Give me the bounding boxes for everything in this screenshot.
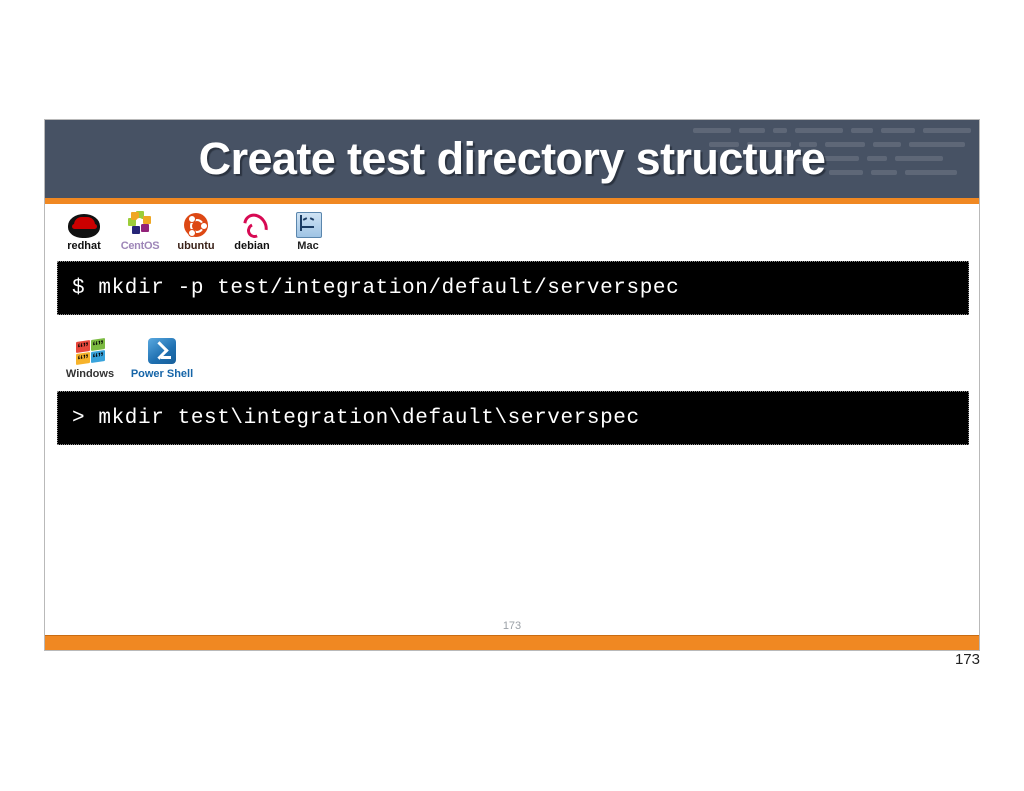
centos-logo-label: CentOS <box>120 240 160 252</box>
title-accent-rule <box>45 198 979 204</box>
windows-platform-logos: Windows Power Shell <box>61 338 195 380</box>
page-title: Create test directory structure <box>198 133 826 184</box>
centos-logo: CentOS <box>117 210 163 252</box>
windows-terminal-command: > mkdir test\integration\default\servers… <box>72 406 640 430</box>
powershell-logo: Power Shell <box>129 338 195 380</box>
debian-swirl-icon <box>238 208 273 245</box>
presentation-slide: Create test directory structure redhat <box>44 119 980 651</box>
ubuntu-circle-of-friends-icon <box>182 210 210 240</box>
windows-flag-icon <box>73 338 107 368</box>
mac-finder-face-icon <box>294 210 322 240</box>
debian-logo-label: debian <box>234 240 270 252</box>
windows-terminal: > mkdir test\integration\default\servers… <box>57 391 969 445</box>
unix-terminal: $ mkdir -p test/integration/default/serv… <box>57 261 969 315</box>
ubuntu-logo: ubuntu <box>173 210 219 252</box>
redhat-logo: redhat <box>61 210 107 252</box>
redhat-shadowman-icon <box>67 210 101 240</box>
slide-title-band: Create test directory structure <box>45 120 979 198</box>
page-number: 173 <box>954 651 980 668</box>
windows-logo-label: Windows <box>65 368 115 380</box>
debian-logo: debian <box>229 208 275 252</box>
footer-accent-rule <box>45 635 979 650</box>
mac-logo: Mac <box>285 210 331 252</box>
powershell-prompt-icon <box>147 338 177 368</box>
unix-platform-logos: redhat CentOS <box>61 208 331 252</box>
windows-logo: Windows <box>61 338 119 380</box>
redhat-logo-label: redhat <box>67 240 101 252</box>
centos-pinwheel-icon <box>127 210 153 240</box>
mac-logo-label: Mac <box>297 240 319 252</box>
unix-terminal-command: $ mkdir -p test/integration/default/serv… <box>72 276 680 300</box>
powershell-logo-label: Power Shell <box>130 368 194 380</box>
slide-number-faint: 173 <box>502 620 522 632</box>
title-decoration-pattern <box>679 124 979 180</box>
ubuntu-logo-label: ubuntu <box>177 240 215 252</box>
